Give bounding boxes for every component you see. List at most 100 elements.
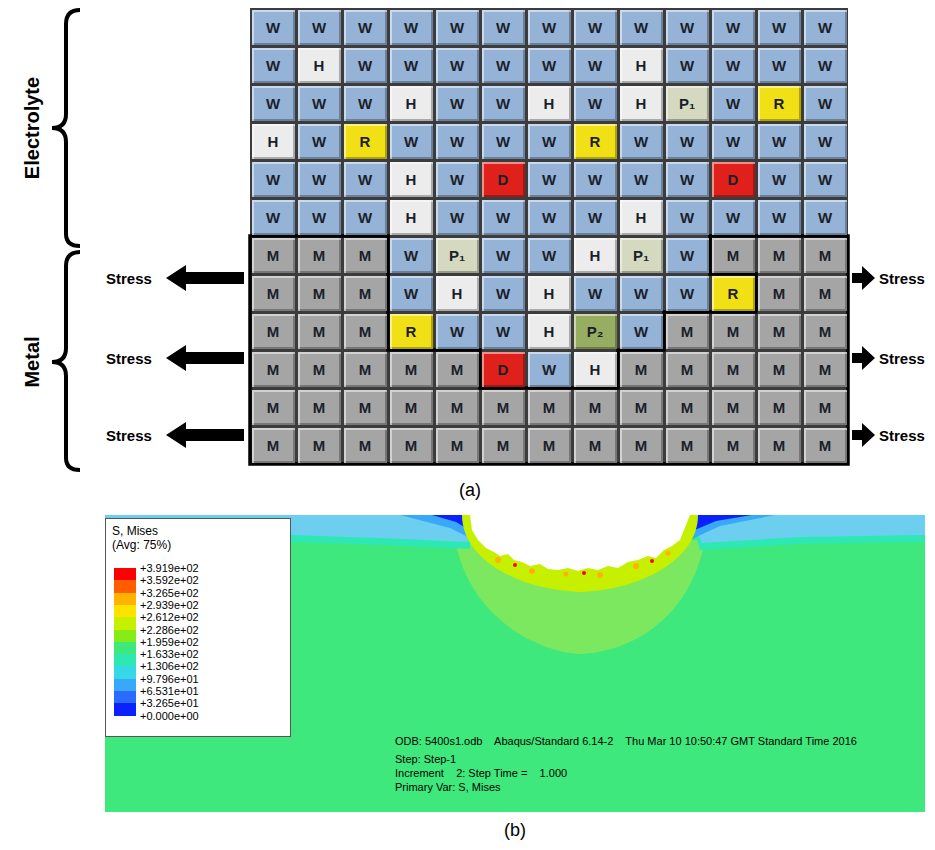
- legend-value: +3.592e+02: [140, 574, 199, 586]
- grid-cell: H: [390, 162, 433, 197]
- stress-arrow: [852, 346, 875, 370]
- grid-cell: W: [482, 200, 525, 235]
- legend-swatch: [114, 679, 136, 692]
- cell-letter: R: [590, 133, 601, 150]
- cell-letter: W: [266, 57, 280, 74]
- cell-letter: W: [588, 171, 602, 188]
- grid-cell: W: [390, 48, 433, 83]
- cell-letter: M: [819, 323, 832, 340]
- stress-arrow: [852, 423, 875, 447]
- grid-cell: M: [252, 352, 295, 387]
- cell-letter: W: [266, 95, 280, 112]
- plot-info: Step: Step-1: [395, 753, 456, 765]
- cell-letter: W: [266, 171, 280, 188]
- grid-cell: M: [804, 428, 847, 463]
- grid-cell: W: [482, 276, 525, 311]
- legend-value: +3.265e+02: [140, 587, 199, 599]
- cell-letter: W: [818, 133, 832, 150]
- grid-cell: M: [252, 314, 295, 349]
- cell-letter: M: [405, 399, 418, 416]
- grid-cell: W: [574, 48, 617, 83]
- grid-cell: M: [712, 390, 755, 425]
- cell-letter: W: [726, 209, 740, 226]
- grid-cell: M: [252, 428, 295, 463]
- grid-cell: M: [344, 390, 387, 425]
- grid-cell: W: [574, 276, 617, 311]
- cell-letter: W: [542, 247, 556, 264]
- grid-cell: W: [528, 238, 571, 273]
- stress-arrow: [166, 422, 244, 448]
- cell-letter: W: [266, 19, 280, 36]
- cell-letter: M: [313, 285, 326, 302]
- cell-letter: W: [450, 19, 464, 36]
- cell-letter: M: [451, 399, 464, 416]
- legend-swatch: [114, 666, 136, 679]
- grid-cell: W: [712, 10, 755, 45]
- grid-cell: W: [436, 200, 479, 235]
- grid-cell: W: [482, 124, 525, 159]
- cell-letter: W: [450, 133, 464, 150]
- cell-letter: W: [358, 209, 372, 226]
- stress-arrow: [166, 265, 244, 291]
- grid-cell: W: [436, 48, 479, 83]
- grid-cell: W: [252, 48, 295, 83]
- grid-cell: M: [758, 428, 801, 463]
- cell-letter: W: [818, 57, 832, 74]
- load-label: Stress: [106, 427, 152, 444]
- cell-letter: W: [680, 57, 694, 74]
- grid-cell: W: [804, 48, 847, 83]
- grid-cell: M: [298, 276, 341, 311]
- grid-cell: H: [620, 48, 663, 83]
- grid-cell: W: [528, 124, 571, 159]
- load-label: Stress: [879, 270, 925, 287]
- cell-letter: W: [634, 133, 648, 150]
- cell-letter: W: [772, 171, 786, 188]
- grid-cell: W: [758, 48, 801, 83]
- legend-value: +2.286e+02: [140, 624, 199, 636]
- cell-letter: M: [313, 399, 326, 416]
- legend-box: [106, 519, 291, 737]
- cell-letter: M: [773, 323, 786, 340]
- grid-cell: W: [390, 124, 433, 159]
- grid-cell: W: [666, 48, 709, 83]
- grid-cell: W: [298, 10, 341, 45]
- grid-cell: W: [620, 276, 663, 311]
- cell-letter: M: [727, 247, 740, 264]
- grid-cell: M: [528, 428, 571, 463]
- grid-cell: W: [574, 162, 617, 197]
- legend-swatch: [114, 617, 136, 630]
- cell-letter: M: [267, 399, 280, 416]
- grid-cell: R: [390, 314, 433, 349]
- cell-letter: W: [772, 209, 786, 226]
- grid-cell: W: [620, 10, 663, 45]
- cell-letter: H: [268, 133, 279, 150]
- grid-cell: M: [666, 390, 709, 425]
- grid-cell: W: [666, 238, 709, 273]
- cell-letter: W: [404, 133, 418, 150]
- cell-letter: W: [358, 95, 372, 112]
- grid-cell: M: [344, 428, 387, 463]
- cell-letter: W: [726, 19, 740, 36]
- grid-cell: M: [344, 314, 387, 349]
- cell-letter: W: [680, 171, 694, 188]
- cell-letter: W: [772, 57, 786, 74]
- cell-letter: W: [496, 19, 510, 36]
- cell-letter: W: [312, 209, 326, 226]
- cell-letter: D: [728, 171, 739, 188]
- grid-cell: W: [482, 238, 525, 273]
- legend-value: +1.633e+02: [140, 648, 199, 660]
- grid-cell: W: [620, 124, 663, 159]
- grid-cell: M: [390, 428, 433, 463]
- grid-cell: M: [666, 352, 709, 387]
- grid-cell: M: [620, 352, 663, 387]
- cell-letter: W: [680, 133, 694, 150]
- cell-letter: W: [588, 209, 602, 226]
- cell-letter: W: [680, 285, 694, 302]
- legend-value: +3.265e+01: [140, 697, 199, 709]
- panel-label: (a): [459, 480, 481, 501]
- cell-letter: M: [359, 323, 372, 340]
- cell-letter: M: [267, 285, 280, 302]
- grid-cell: W: [482, 48, 525, 83]
- legend-swatch: [114, 568, 136, 581]
- grid-cell: W: [528, 48, 571, 83]
